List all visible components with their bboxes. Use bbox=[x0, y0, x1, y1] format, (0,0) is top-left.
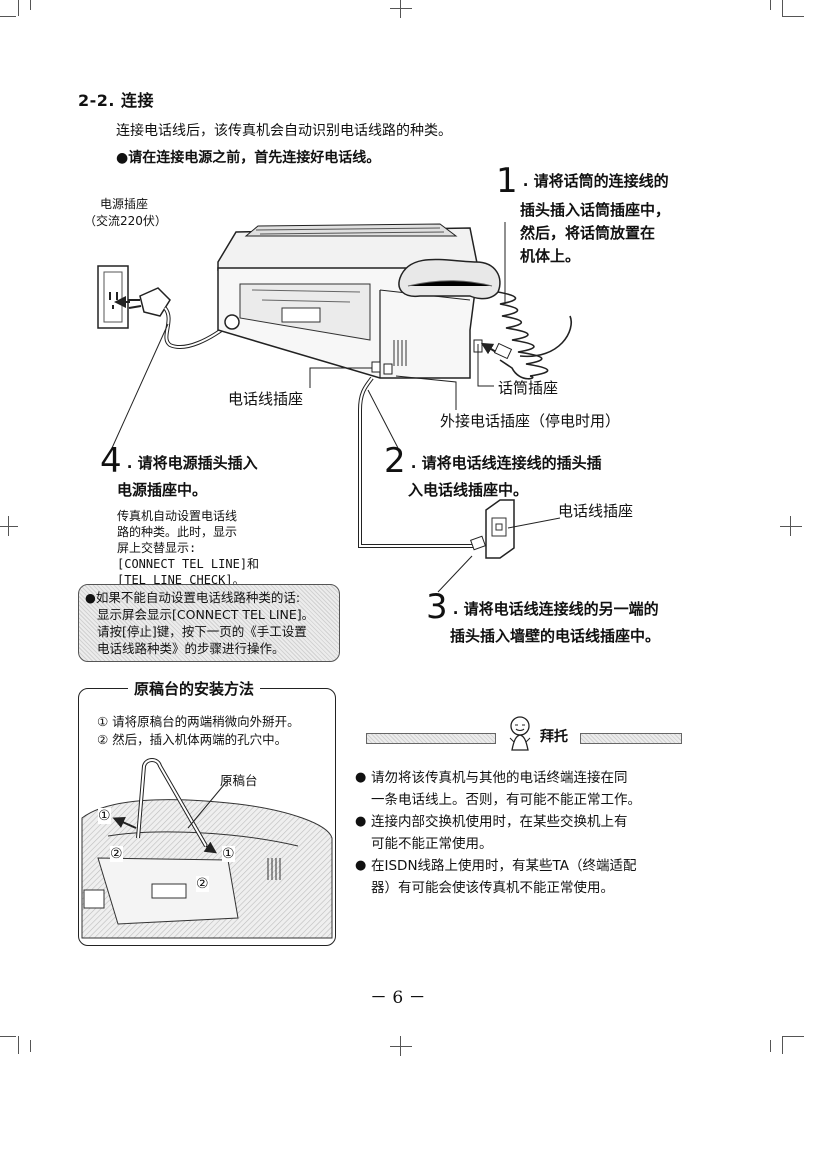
handset-jack-label: 话筒插座 bbox=[498, 379, 559, 397]
notice-text: ●请在连接电源之前，首先连接好电话线。 bbox=[116, 150, 381, 166]
tips-list-item: 在ISDN线路上使用时，有某些TA（终端适配 器）有可能会使该传真机不能正常使用… bbox=[355, 855, 695, 899]
step-3: 3 . 请将电话线连接线的另一端的 插头插入墙壁的电话线插座中。 bbox=[426, 587, 661, 645]
fax-machine-body bbox=[217, 223, 501, 379]
marker-1-left: ① bbox=[98, 808, 111, 824]
step-2: 2 . 请将电话线连接线的插头插 入电话线插座中。 bbox=[384, 441, 602, 499]
tips-banner-bar-right bbox=[580, 733, 682, 744]
step-2-number: 2 bbox=[384, 441, 406, 481]
document-tray-label: 原稿台 bbox=[220, 773, 258, 788]
step-4-number: 4 bbox=[100, 441, 122, 481]
step-1: 1 . 请将话筒的连接线的 插头插入话筒插座中， 然后，将话筒放置在 机体上。 bbox=[496, 161, 671, 265]
section-heading: 2-2. 连接 bbox=[78, 91, 155, 110]
wall-jack-label: 电话线插座 bbox=[558, 502, 634, 520]
marker-1-right: ① bbox=[222, 846, 235, 862]
power-socket-label: 电源插座 bbox=[100, 197, 149, 211]
step-4: 4 . 请将电源插头插入 电源插座中。 传真机自动设置电话线 路的种类。此时，显… bbox=[100, 441, 260, 587]
fax-connection-illustration bbox=[97, 222, 572, 593]
phone-jack-label: 电话线插座 bbox=[228, 390, 304, 408]
step-1-number: 1 bbox=[496, 161, 518, 201]
document-tray-steps: ① 请将原稿台的两端稍微向外掰开。 ② 然后，插入机体两端的孔穴中。 bbox=[97, 714, 300, 747]
wall-phone-jack-icon bbox=[470, 499, 515, 559]
tips-title: 拜托 bbox=[540, 729, 568, 745]
power-socket-voltage-label: （交流220伏） bbox=[84, 214, 167, 228]
coiled-cord bbox=[497, 291, 572, 380]
tips-banner-bar-left bbox=[366, 733, 496, 744]
step-3-number: 3 bbox=[426, 587, 448, 627]
tips-list-item: 连接内部交换机使用时，在某些交换机上有 可能不能正常使用。 bbox=[355, 811, 695, 855]
power-plug-icon bbox=[114, 287, 171, 317]
document-tray-illustration bbox=[81, 758, 333, 939]
tips-list-item: 请勿将该传真机与其他的电话终端连接在同 一条电话线上。否则，有可能不能正常工作。 bbox=[355, 767, 695, 811]
intro-text: 连接电话线后，该传真机会自动识别电话线路的种类。 bbox=[116, 123, 452, 139]
page-number: － 6 － bbox=[370, 988, 426, 1008]
document-tray-guide-title: 原稿台的安装方法 bbox=[128, 678, 261, 699]
power-outlet-icon bbox=[97, 265, 129, 329]
marker-2-left: ② bbox=[110, 846, 123, 862]
tips-list: 请勿将该传真机与其他的电话终端连接在同 一条电话线上。否则，有可能不能正常工作。… bbox=[355, 767, 695, 899]
external-jack-label: 外接电话插座（停电时用） bbox=[440, 412, 621, 430]
marker-2-right: ② bbox=[196, 876, 209, 892]
mascot-icon bbox=[509, 716, 531, 751]
manual-setting-note: ●如果不能自动设置电话线路种类的话: 显示屏会显示[CONNECT TEL LI… bbox=[78, 584, 340, 662]
